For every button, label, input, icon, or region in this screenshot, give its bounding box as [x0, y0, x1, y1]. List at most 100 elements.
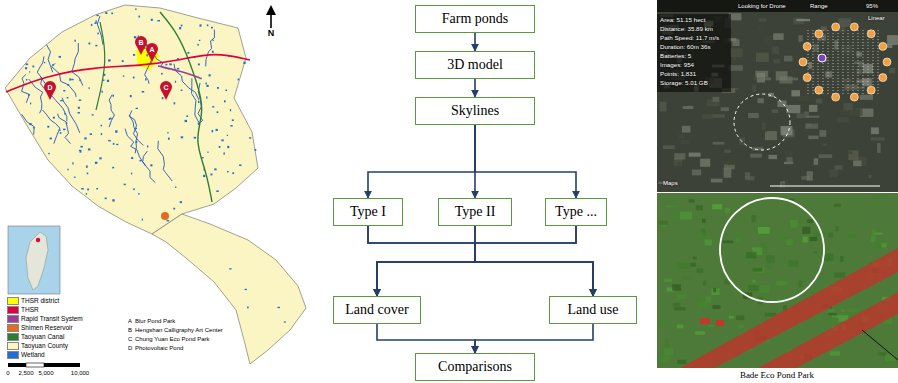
vegetation-texture	[824, 254, 834, 261]
vegetation-texture	[696, 268, 703, 273]
land-use-map	[657, 193, 898, 368]
place-pin	[146, 43, 158, 55]
flight-path	[858, 30, 859, 94]
wetland-pond	[91, 24, 92, 26]
legend-swatch	[8, 352, 18, 358]
wetland-pond	[115, 130, 117, 132]
wetland-pond	[95, 20, 96, 22]
process-box: Land use	[549, 296, 637, 324]
inset-sea	[8, 226, 60, 294]
wetland-pond	[88, 148, 91, 150]
wetland-pond	[245, 289, 248, 290]
legend-text: Shimen Reservoir	[21, 325, 73, 332]
satellite-texture	[757, 73, 765, 83]
vegetation-texture	[840, 256, 844, 262]
scale-bar	[26, 363, 44, 367]
wetland-pond	[133, 54, 135, 56]
stream	[47, 45, 53, 73]
wetland-pond	[32, 66, 34, 68]
box-text: Type ...	[555, 205, 597, 219]
wetland-pond	[64, 113, 66, 115]
wetland-pond	[247, 307, 249, 309]
satellite-texture	[786, 105, 800, 113]
box-text: Farm ponds	[442, 12, 509, 26]
screen-text: Looking for Drone	[738, 3, 786, 9]
wetland-pond	[138, 193, 140, 194]
wetland-pond	[177, 68, 179, 69]
satellite-texture	[702, 114, 713, 118]
waypoint	[803, 74, 811, 82]
wetland-pond	[185, 120, 187, 122]
vegetation-texture	[674, 307, 685, 310]
satellite-texture	[789, 78, 799, 81]
flow-arrow	[475, 226, 593, 296]
flow-arrow	[474, 79, 476, 97]
wetland-pond	[206, 96, 207, 98]
flow-arrow	[377, 226, 475, 296]
flight-path	[838, 30, 839, 94]
waypoint	[879, 42, 887, 50]
vegetation-texture	[876, 203, 884, 206]
screen-text: Storage: 5.01 GB	[660, 80, 708, 86]
vegetation-texture	[672, 284, 681, 291]
vegetation-texture	[786, 240, 793, 245]
wetland-pond	[205, 82, 206, 84]
flight-path	[833, 30, 834, 94]
wetland-pond	[59, 56, 61, 58]
satellite-texture	[729, 65, 743, 71]
vegetation-texture	[661, 318, 665, 326]
flight-path	[863, 30, 864, 94]
vegetation-texture	[748, 285, 760, 291]
wetland-pond	[112, 167, 114, 169]
process-box: Type II	[438, 198, 512, 226]
satellite-texture	[841, 45, 852, 53]
wetland-pond	[109, 118, 111, 120]
vegetation-texture	[725, 208, 730, 213]
vegetation-texture	[752, 280, 755, 283]
satellite-texture	[772, 109, 779, 113]
satellite-texture	[785, 150, 793, 157]
waypoint	[850, 23, 858, 31]
wetland-pond	[96, 188, 98, 189]
stream	[22, 74, 30, 102]
vegetation-texture	[659, 355, 669, 363]
vegetation-texture	[848, 234, 856, 237]
vegetation-texture	[753, 268, 763, 272]
wetland-pond	[29, 123, 31, 125]
vegetation-texture	[659, 221, 668, 225]
wetland-pond	[175, 81, 176, 83]
wetland-pond	[221, 139, 223, 141]
screen-text: Duration: 60m 36s	[660, 44, 711, 50]
vegetation-texture	[664, 349, 673, 356]
wetland-pond	[138, 16, 140, 18]
wetland-pond	[29, 71, 30, 72]
satellite-texture	[678, 162, 682, 169]
satellite-texture	[713, 142, 725, 145]
satellite-texture	[770, 141, 778, 144]
wetland-pond	[71, 79, 73, 80]
vegetation-texture	[677, 295, 685, 300]
wetland-pond	[145, 78, 146, 80]
legend-swatch	[8, 298, 18, 304]
wetland-pond	[212, 130, 214, 132]
wetland-pond	[95, 162, 97, 164]
wetland-pond	[48, 153, 50, 154]
scale-bar	[44, 363, 80, 367]
wetland-pond	[63, 90, 65, 91]
stream	[62, 98, 80, 133]
vegetation-texture	[878, 195, 886, 198]
waypoint	[867, 30, 875, 38]
satellite-texture	[781, 126, 793, 135]
wetland-pond	[230, 125, 232, 126]
wetland-pond	[167, 220, 170, 222]
wetland-pond	[78, 107, 80, 109]
satellite-texture	[660, 102, 667, 112]
satellite-texture	[871, 137, 885, 140]
legend-text: Wetland	[21, 352, 45, 359]
wetland-pond	[181, 25, 183, 27]
satellite-texture	[762, 123, 766, 130]
satellite-texture	[823, 143, 828, 145]
satellite-texture	[756, 130, 767, 133]
wetland-pond	[95, 45, 97, 46]
wetland-pond	[202, 157, 204, 158]
